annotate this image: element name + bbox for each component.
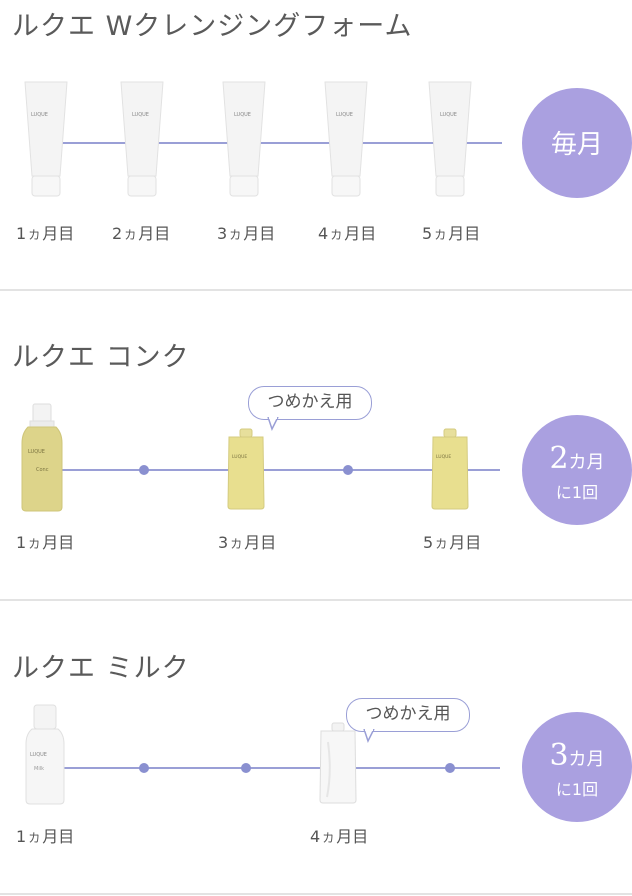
timeline-line [60, 767, 500, 769]
section-divider [0, 289, 632, 291]
timeline-dot [241, 763, 251, 773]
frequency-badge: 毎月 [522, 88, 632, 198]
milk-bottle: LUQUE Milk [24, 704, 66, 806]
refill-bubble: つめかえ用 [248, 386, 372, 420]
brand-label: LUQUE [30, 752, 47, 758]
foam-tube-4: LUQUE [322, 80, 370, 198]
frequency-subtext: に1回 [522, 479, 632, 503]
milk-refill-pouch [318, 722, 358, 804]
timeline-dot [445, 763, 455, 773]
conc-bottle: LUQUE Conc [20, 403, 64, 513]
brand-label: LUQUE [336, 112, 353, 118]
bubble-tail [362, 729, 378, 743]
brand-label: LUQUE [31, 112, 48, 118]
frequency-badge: 3カ月 に1回 [522, 712, 632, 822]
refill-label: つめかえ用 [366, 704, 451, 724]
section-title: ルクエ コンク [12, 335, 190, 374]
foam-tube-3: LUQUE [220, 80, 268, 198]
refill-bubble: つめかえ用 [346, 698, 470, 732]
conc-refill-pouch: LUQUE [430, 428, 470, 510]
brand-label: LUQUE [436, 454, 451, 460]
brand-label: LUQUE [234, 112, 251, 118]
frequency-text: 毎月 [522, 124, 632, 161]
refill-label: つめかえ用 [268, 392, 353, 412]
section-title: ルクエ ミルク [12, 646, 190, 685]
timeline-dot [139, 465, 149, 475]
product-name-label: Conc [36, 467, 49, 473]
foam-tube-2: LUQUE [118, 80, 166, 198]
frequency-badge: 2カ月 に1回 [522, 415, 632, 525]
frequency-text: 3カ月 [522, 738, 632, 773]
frequency-text: 2カ月 [522, 441, 632, 476]
product-name-label: Milk [34, 766, 44, 772]
section-title: ルクエ Wクレンジングフォーム [12, 4, 412, 43]
timeline-dot [343, 465, 353, 475]
foam-tube-1: LUQUE [22, 80, 70, 198]
section-cleansing-foam: ルクエ Wクレンジングフォーム LUQUE LUQUE LUQUE LUQUE … [0, 0, 632, 290]
foam-tube-5: LUQUE [426, 80, 474, 198]
brand-label: LUQUE [440, 112, 457, 118]
section-divider [0, 893, 632, 895]
frequency-subtext: に1回 [522, 776, 632, 800]
section-divider [0, 599, 632, 601]
timeline-dot [139, 763, 149, 773]
bubble-tail [266, 417, 282, 431]
brand-label: LUQUE [232, 454, 247, 460]
conc-refill-pouch: LUQUE [226, 428, 266, 510]
brand-label: LUQUE [28, 449, 45, 455]
brand-label: LUQUE [132, 112, 149, 118]
